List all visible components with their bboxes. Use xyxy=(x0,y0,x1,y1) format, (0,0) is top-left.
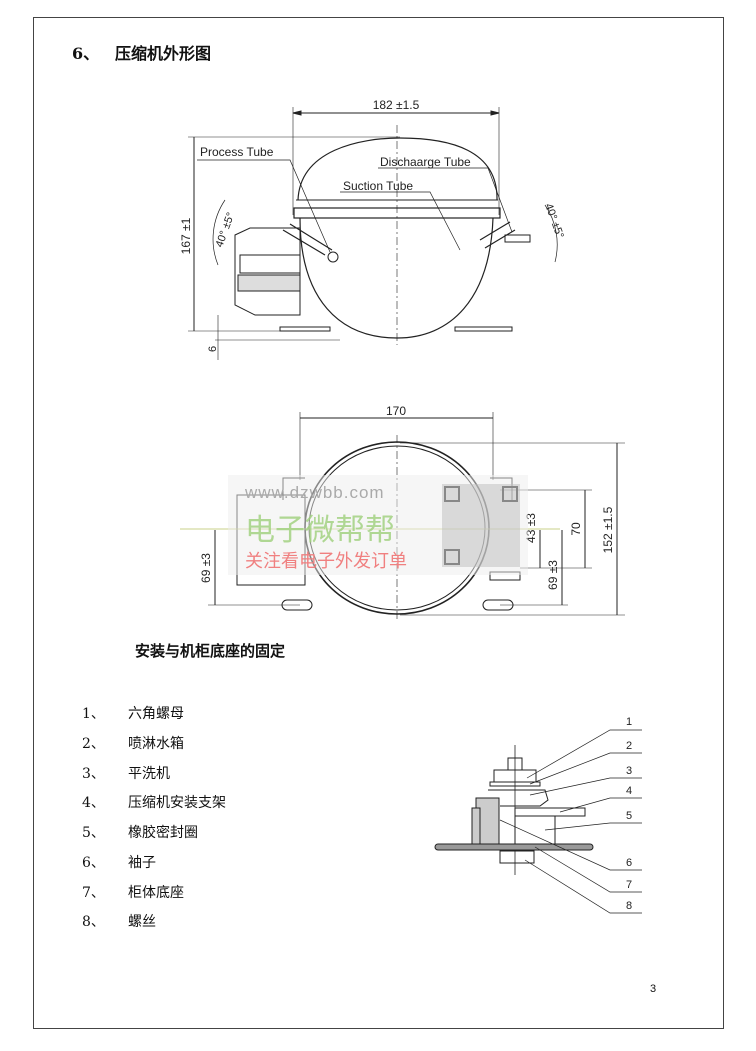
mounting-title: 安装与机柜底座的固定 xyxy=(135,642,286,660)
section-number: 6、 xyxy=(72,44,100,63)
svg-text:2: 2 xyxy=(626,740,632,752)
list-item: 3、平洗机 xyxy=(82,766,170,782)
page-number: 3 xyxy=(650,983,657,995)
dim-70: 70 xyxy=(569,522,583,536)
dim-182: 182 ±1.5 xyxy=(373,98,420,112)
watermark: www.dzwbb.com 电子微帮帮 关注看电子外发订单 xyxy=(228,475,528,575)
suction-tube-label: Suction Tube xyxy=(343,179,413,193)
svg-text:7: 7 xyxy=(626,879,632,891)
dim-69-left: 69 ±3 xyxy=(199,553,213,583)
list-item: 1、六角螺母 xyxy=(82,706,184,722)
dim-170: 170 xyxy=(386,404,406,418)
svg-text:3: 3 xyxy=(626,765,632,777)
page-border xyxy=(33,17,724,1029)
section-title: 压缩机外形图 xyxy=(115,44,212,63)
list-item: 7、柜体底座 xyxy=(82,885,184,901)
angle-right: 40° ±5° xyxy=(542,202,566,240)
list-item: 5、橡胶密封圈 xyxy=(82,825,198,841)
svg-text:www.dzwbb.com: www.dzwbb.com xyxy=(244,483,385,502)
discharge-tube-label: Dischaarge Tube xyxy=(380,155,471,169)
list-item: 6、袖子 xyxy=(82,855,156,871)
dim-69-right: 69 ±3 xyxy=(546,560,560,590)
list-item: 2、喷淋水箱 xyxy=(82,736,184,752)
dim-6: 6 xyxy=(207,346,219,352)
mounting-detail-drawing: 1 2 3 4 5 6 7 8 xyxy=(434,716,642,914)
svg-text:1: 1 xyxy=(626,716,632,728)
svg-text:5: 5 xyxy=(626,810,632,822)
svg-text:4: 4 xyxy=(626,785,632,797)
svg-text:8: 8 xyxy=(626,900,632,912)
dim-167: 167 ±1 xyxy=(179,217,193,254)
qr-code xyxy=(442,484,520,567)
dim-152: 152 ±1.5 xyxy=(601,506,615,553)
process-tube-label: Process Tube xyxy=(200,145,274,159)
svg-text:关注看电子外发订单: 关注看电子外发订单 xyxy=(245,551,407,571)
side-view-drawing: 182 ±1.5 167 ±1 6 40° ±5° 40° ±5° xyxy=(179,98,566,360)
svg-text:电子微帮帮: 电子微帮帮 xyxy=(245,514,395,547)
list-item: 4、压缩机安装支架 xyxy=(82,795,226,811)
svg-text:6: 6 xyxy=(626,857,632,869)
list-item: 8、螺丝 xyxy=(82,914,156,930)
